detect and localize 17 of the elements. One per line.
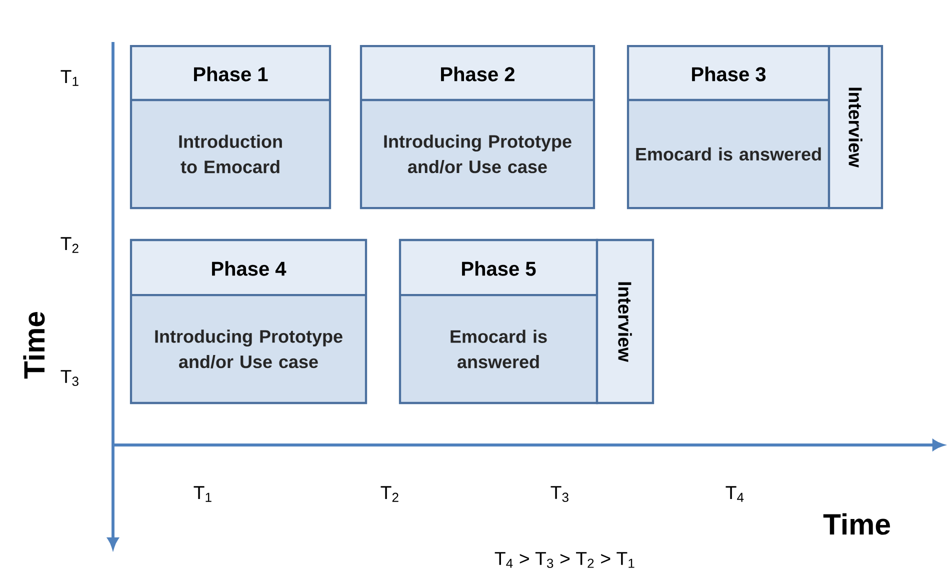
phase-box: Phase 2 Introducing Prototype and/or Use case — [360, 44, 596, 210]
phase-box: Phase 5 Emocard is answered — [398, 238, 598, 404]
time-label: T$_{4}$ — [726, 486, 744, 502]
interview-box: Interview — [828, 44, 884, 210]
interview-box: Interview — [596, 238, 654, 404]
phase-box: Phase 3 Emocard is answered — [626, 44, 830, 210]
axis-title: Time — [23, 312, 45, 379]
time-label: T$_{1}$ — [194, 486, 212, 502]
time-label: T$_{4}$ > T$_{3}$ > T$_{2}$ > T$_{1}$ — [494, 552, 634, 568]
time-label: T$_{2}$ — [380, 486, 398, 502]
time-label: T$_{2}$ — [60, 237, 78, 253]
phase-box: Phase 4 Introducing Prototype and/or Use case — [130, 238, 368, 404]
time-label: T$_{3}$ — [550, 486, 568, 502]
phase-box: Phase 1 Introduction to Emocard — [130, 44, 332, 210]
axis-title: Time — [823, 513, 890, 535]
time-label: T$_{1}$ — [60, 70, 78, 86]
time-label: T$_{3}$ — [60, 370, 78, 386]
